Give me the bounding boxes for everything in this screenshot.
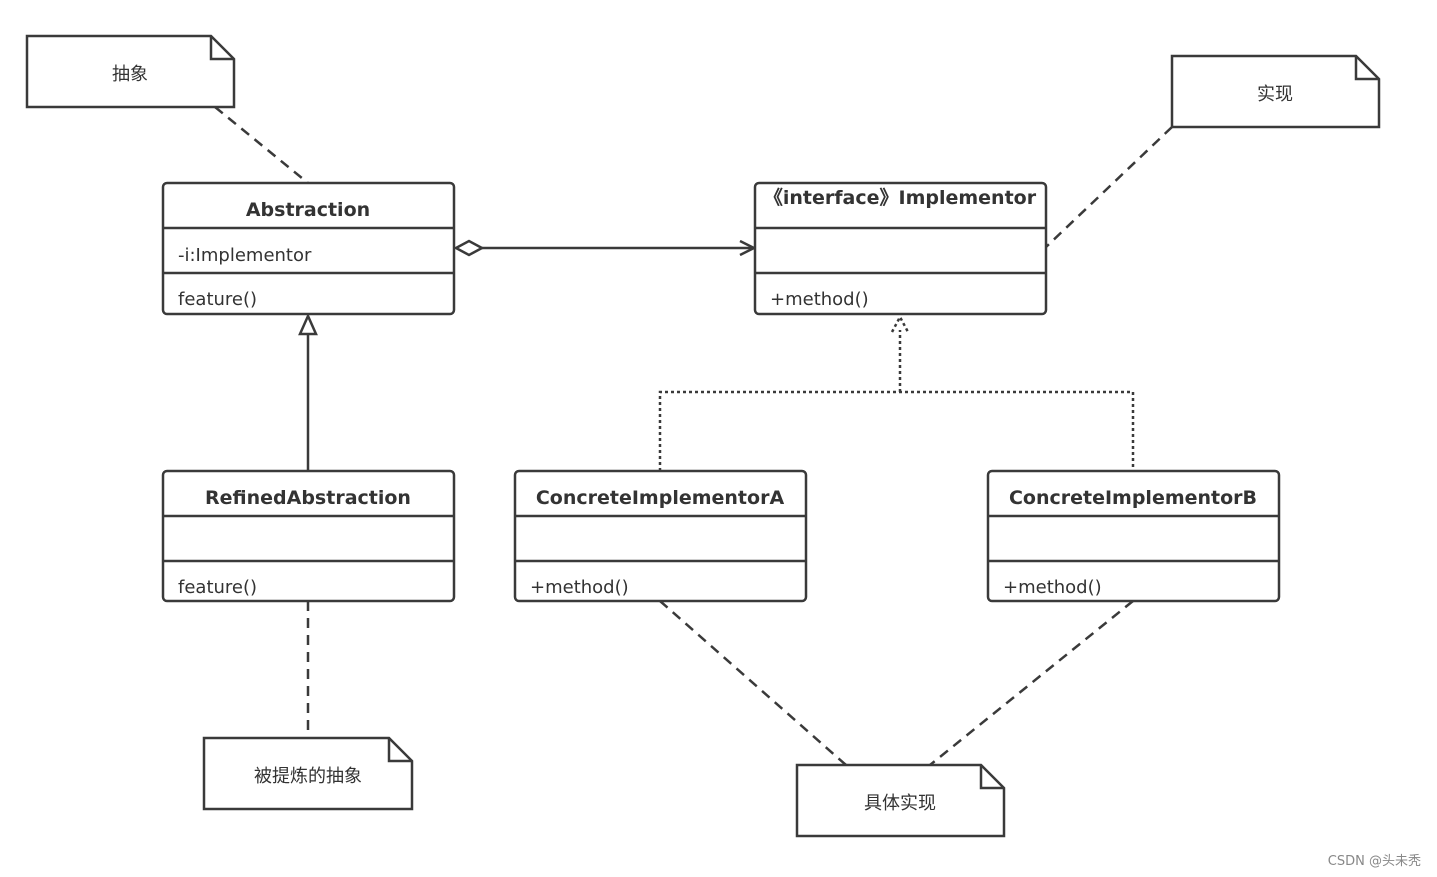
watermark: CSDN @头未秃 bbox=[1328, 854, 1421, 869]
note-connector-implementation bbox=[1045, 126, 1173, 248]
note-implementation[interactable]: 实现 bbox=[1170, 54, 1381, 129]
realization-arrowhead bbox=[890, 314, 910, 333]
note-text: 抽象 bbox=[112, 64, 148, 85]
note-connector-concrete-a bbox=[659, 600, 847, 766]
aggregation-diamond bbox=[453, 239, 485, 257]
class-operation: feature() bbox=[178, 289, 257, 310]
note-text: 被提炼的抽象 bbox=[254, 766, 362, 787]
class-operation: feature() bbox=[178, 577, 257, 598]
note-refined-abstraction[interactable]: 被提炼的抽象 bbox=[202, 736, 414, 811]
note-concrete-implementation[interactable]: 具体实现 bbox=[795, 763, 1006, 838]
class-name: RefinedAbstraction bbox=[205, 487, 411, 509]
class-abstraction[interactable]: Abstraction -i:Implementor feature() bbox=[161, 181, 456, 316]
note-abstraction[interactable]: 抽象 bbox=[25, 34, 236, 109]
class-implementor[interactable]: 《interface》Implementor +method() bbox=[753, 181, 1048, 316]
note-text: 实现 bbox=[1257, 84, 1293, 105]
class-operation: +method() bbox=[770, 289, 869, 310]
note-text: 具体实现 bbox=[864, 793, 936, 814]
note-connector-abstraction bbox=[214, 106, 309, 184]
class-operation: +method() bbox=[1003, 577, 1102, 598]
class-refined-abstraction[interactable]: RefinedAbstraction feature() bbox=[161, 469, 456, 603]
generalization-arrowhead bbox=[298, 312, 318, 336]
class-attribute: -i:Implementor bbox=[178, 245, 312, 266]
class-operation: +method() bbox=[530, 577, 629, 598]
class-name: 《interface》Implementor bbox=[764, 186, 1037, 209]
class-name: ConcreteImplementorA bbox=[536, 487, 785, 509]
note-connector-concrete-b bbox=[929, 600, 1134, 766]
class-name: ConcreteImplementorB bbox=[1009, 487, 1257, 509]
class-concrete-implementor-a[interactable]: ConcreteImplementorA +method() bbox=[513, 469, 808, 603]
realization-edge bbox=[658, 390, 1135, 471]
class-name: Abstraction bbox=[246, 199, 370, 221]
class-concrete-implementor-b[interactable]: ConcreteImplementorB +method() bbox=[986, 469, 1281, 603]
